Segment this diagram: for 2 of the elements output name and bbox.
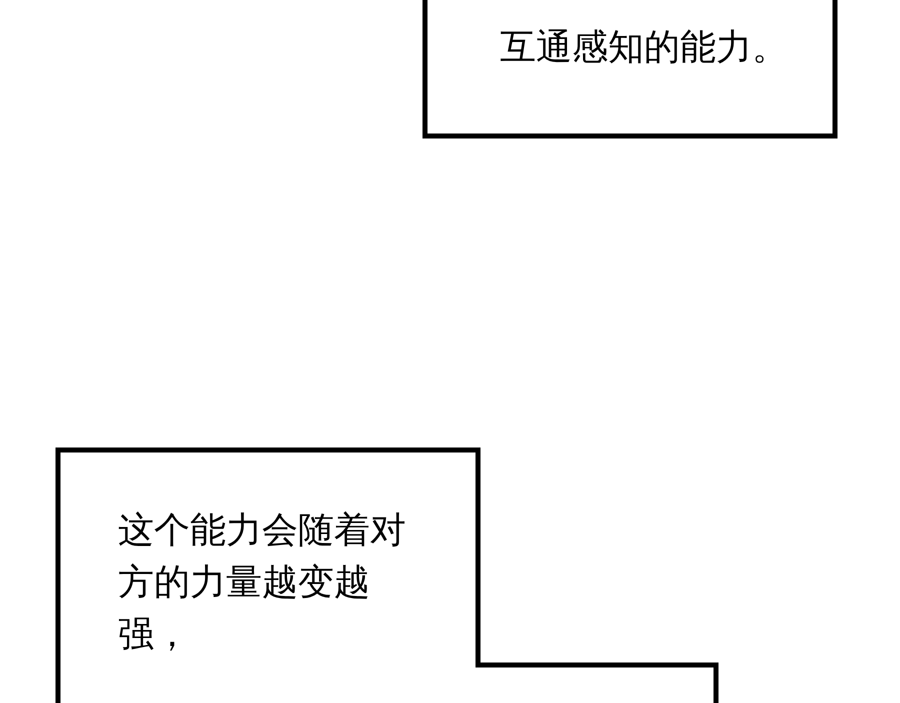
- narration-text: 互通感知的能力。: [500, 26, 789, 70]
- narration-text: 这个能力会随着对方的力量越变越强，: [118, 509, 407, 657]
